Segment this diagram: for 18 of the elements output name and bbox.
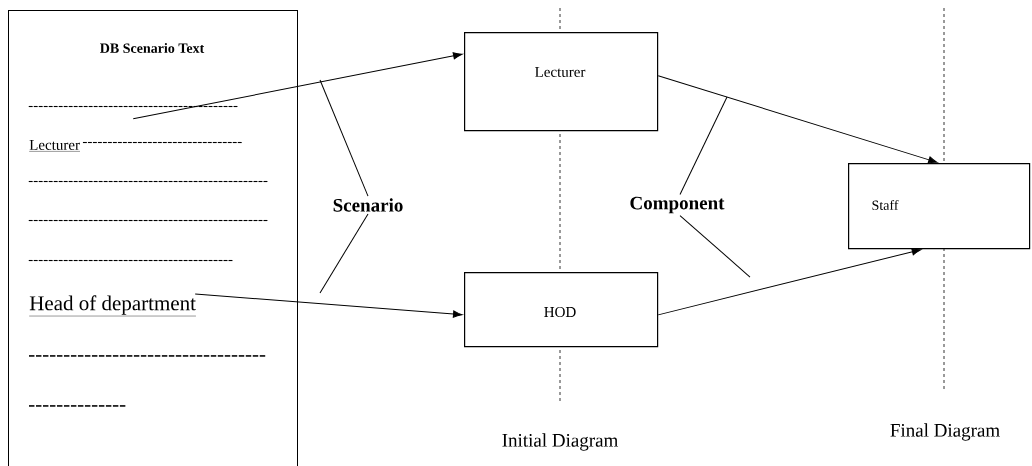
underlined-term: Head of department	[29, 295, 197, 317]
leader-line	[679, 96, 728, 195]
leader-line	[319, 79, 369, 197]
leader-line	[319, 213, 369, 294]
arrow	[657, 248, 922, 316]
arrow	[194, 293, 463, 318]
arrow	[132, 52, 463, 120]
underlined-term: Lecturer	[29, 140, 81, 152]
entity-box: Staff	[848, 163, 1031, 250]
placeholder-text: --------------------------------	[82, 141, 242, 144]
diagram-caption: Initial Diagram	[502, 433, 619, 451]
diagram-caption: Final Diagram	[890, 423, 1000, 441]
arrow	[657, 75, 938, 164]
leader-line	[679, 215, 751, 278]
entity-box: HOD	[464, 272, 659, 348]
category-label: Scenario	[333, 198, 403, 212]
category-label: Component	[630, 196, 725, 214]
entity-box: Lecturer	[464, 32, 659, 132]
